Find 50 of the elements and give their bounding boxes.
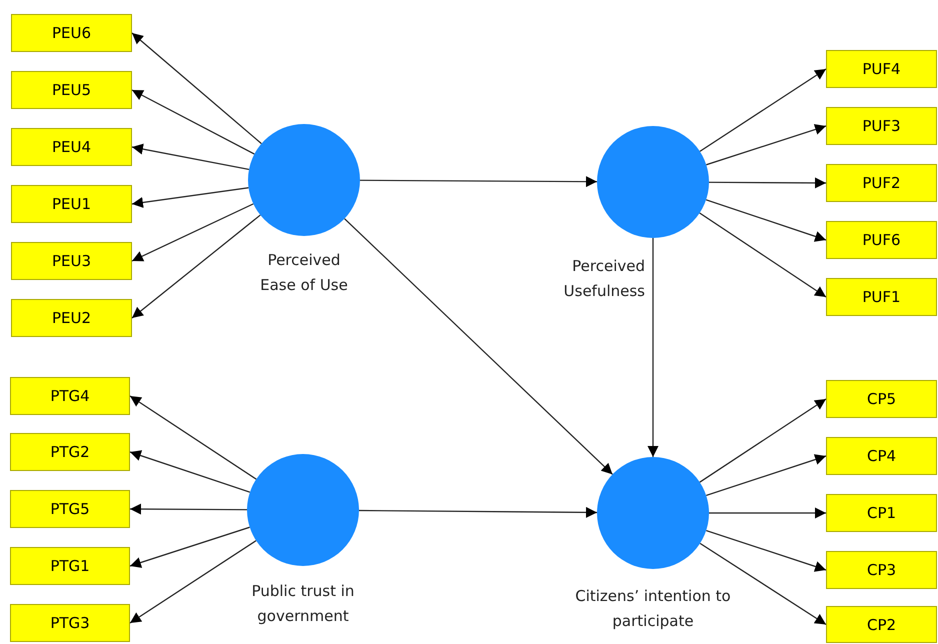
arrow bbox=[359, 506, 597, 518]
indicator-box: PEU5 bbox=[11, 71, 132, 109]
indicator-box: PEU4 bbox=[11, 128, 132, 166]
arrow bbox=[130, 450, 250, 493]
arrow bbox=[132, 203, 254, 262]
arrow bbox=[130, 526, 250, 568]
arrow bbox=[706, 454, 826, 496]
arrow bbox=[130, 396, 257, 480]
arrow bbox=[699, 398, 826, 483]
arrow bbox=[132, 89, 255, 155]
indicator-box: PTG1 bbox=[10, 547, 130, 585]
indicator-box: PEU2 bbox=[11, 299, 132, 337]
arrow bbox=[132, 32, 262, 144]
construct-label: Citizens’ intention to participate bbox=[574, 586, 732, 632]
indicator-box: PEU3 bbox=[11, 242, 132, 280]
arrow bbox=[360, 176, 597, 188]
indicator-box: CP2 bbox=[826, 606, 937, 643]
indicator-box: PTG3 bbox=[10, 604, 130, 642]
arrow bbox=[132, 144, 250, 170]
arrow bbox=[709, 177, 826, 188]
indicator-box: PEU6 bbox=[11, 14, 132, 52]
arrow bbox=[706, 199, 826, 242]
indicator-box: PUF3 bbox=[826, 107, 937, 145]
construct-label: Public trust in government bbox=[250, 581, 356, 627]
arrow bbox=[130, 540, 256, 624]
indicator-box: CP3 bbox=[826, 551, 937, 589]
construct-label: Perceived Usefulness bbox=[562, 256, 645, 302]
arrow bbox=[132, 214, 261, 318]
indicator-box: PTG2 bbox=[10, 433, 130, 471]
arrow bbox=[709, 508, 826, 518]
arrow bbox=[130, 504, 247, 515]
arrow bbox=[699, 212, 826, 298]
indicator-box: CP5 bbox=[826, 380, 937, 418]
arrow bbox=[706, 124, 826, 166]
arrow bbox=[706, 530, 826, 572]
indicator-box: PUF4 bbox=[826, 50, 937, 88]
indicator-box: CP1 bbox=[826, 494, 937, 532]
indicator-box: PEU1 bbox=[11, 185, 132, 223]
arrow bbox=[700, 68, 826, 152]
indicator-box: PUF2 bbox=[826, 164, 937, 202]
arrow bbox=[344, 218, 613, 475]
arrow bbox=[700, 542, 826, 625]
arrow bbox=[648, 238, 658, 457]
construct-label: Perceived Ease of Use bbox=[259, 250, 349, 296]
indicator-box: PUF6 bbox=[826, 221, 937, 259]
indicator-box: PTG4 bbox=[10, 377, 130, 415]
indicator-box: CP4 bbox=[826, 437, 937, 475]
arrow bbox=[132, 187, 249, 208]
indicator-box: PUF1 bbox=[826, 278, 937, 316]
indicator-box: PTG5 bbox=[10, 490, 130, 528]
